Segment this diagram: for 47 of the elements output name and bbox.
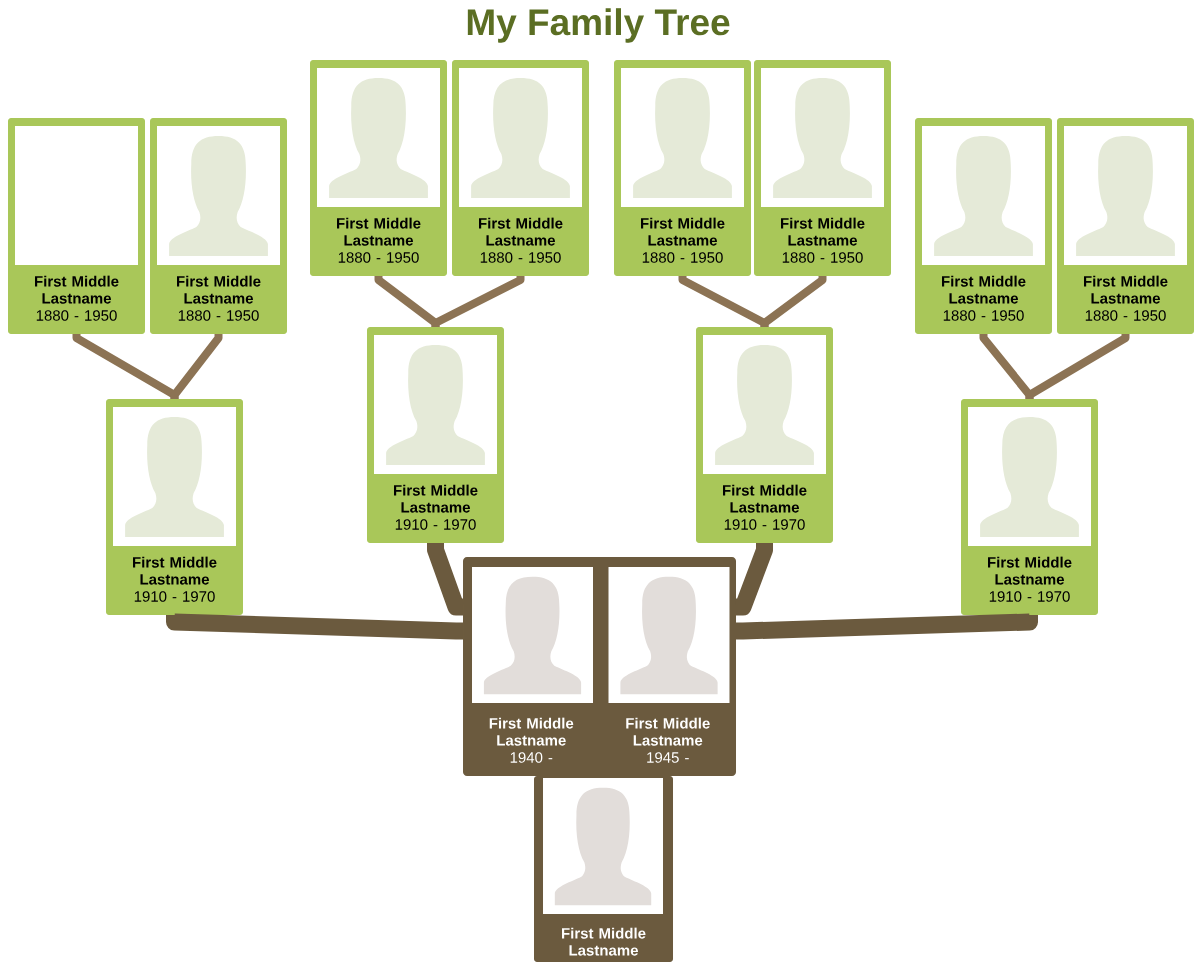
life-dates: 1880 - 1950 xyxy=(1085,310,1166,321)
person-card xyxy=(961,399,1098,615)
life-dates: 1940 - xyxy=(510,752,553,763)
person-card xyxy=(452,60,589,276)
life-dates: 1910 - 1970 xyxy=(989,591,1070,602)
person-name: First Middle Lastname xyxy=(133,556,217,585)
person-card xyxy=(614,60,751,276)
person-card xyxy=(310,60,447,276)
person-name: First Middle Lastname xyxy=(942,275,1026,304)
life-dates: 1880 - 1950 xyxy=(36,310,117,321)
person-name: First Middle Lastname xyxy=(781,217,865,246)
life-dates: 1945 - xyxy=(647,752,689,763)
person-name: First Middle Lastname xyxy=(641,217,725,246)
branch-line xyxy=(427,541,465,616)
life-dates: 1880 - 1950 xyxy=(480,252,561,263)
life-dates: 1880 - 1950 xyxy=(943,310,1024,321)
person-name: First Middle Lastname xyxy=(479,217,563,246)
person-name: First Middle Lastname xyxy=(35,275,119,304)
person-name: First Middle Lastname xyxy=(394,484,478,513)
person-card xyxy=(367,327,504,543)
life-dates: 1880 - 1950 xyxy=(178,310,259,321)
person-card xyxy=(1057,118,1194,334)
life-dates: 1880 - 1950 xyxy=(338,252,419,263)
title: My Family Tree xyxy=(467,8,730,43)
life-dates: 1880 - 1950 xyxy=(782,252,863,263)
person-card xyxy=(150,118,287,334)
person-name: First Middle Lastname xyxy=(562,927,646,956)
person-name: First Middle Lastname xyxy=(177,275,261,304)
person-card xyxy=(915,118,1052,334)
person-name: First Middle Lastname xyxy=(1084,275,1168,304)
person-card xyxy=(534,776,673,962)
life-dates: 1880 - 1950 xyxy=(642,252,723,263)
person-name: First Middle Lastname xyxy=(723,484,807,513)
person-card xyxy=(754,60,891,276)
person-card xyxy=(8,118,145,334)
branch-line xyxy=(734,613,1038,640)
life-dates: 1910 - 1970 xyxy=(134,591,215,602)
branch-line xyxy=(166,613,465,640)
person-name: First Middle Lastname xyxy=(988,556,1072,585)
person-name: First Middle Lastname xyxy=(626,717,710,746)
person-card xyxy=(106,399,243,615)
life-dates: 1910 - 1970 xyxy=(395,519,476,530)
person-name: First Middle Lastname xyxy=(337,217,421,246)
life-dates: 1910 - 1970 xyxy=(724,519,805,530)
person-card xyxy=(696,327,833,543)
branch-line xyxy=(734,541,773,616)
person-name: First Middle Lastname xyxy=(489,717,574,746)
